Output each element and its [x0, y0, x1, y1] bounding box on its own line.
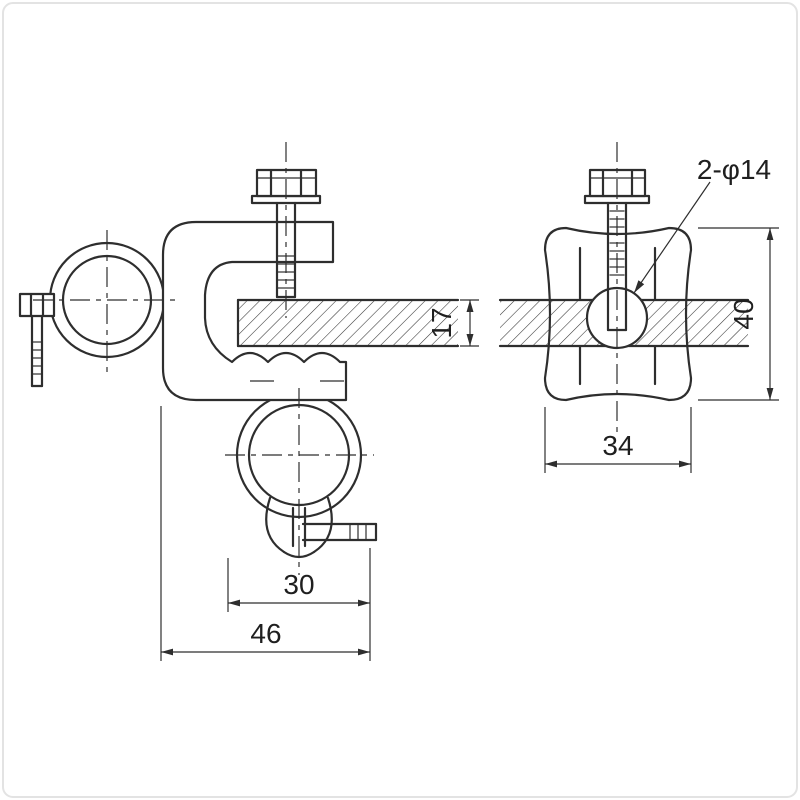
dimension-arrow [466, 334, 474, 346]
dimension-arrow [466, 300, 474, 312]
thread-ticks [33, 341, 41, 375]
flange-hatch [238, 300, 458, 346]
beam-flange-section-side [236, 298, 460, 348]
dimension-body-height: 40 [698, 227, 779, 401]
clamp-body-profile [161, 220, 348, 402]
dimension-text-34: 34 [602, 430, 633, 461]
dimension-arrow [161, 648, 173, 656]
hole-callout: 2-φ14 [633, 154, 771, 294]
dimension-arrow [766, 228, 774, 240]
dimension-arrow [545, 460, 557, 468]
lower-clamp-hardware [265, 496, 378, 559]
leader-line [633, 181, 711, 294]
thread-ticks [349, 525, 367, 539]
dimension-text-40: 40 [728, 298, 759, 329]
dimension-arrow [766, 388, 774, 400]
dimension-overall-width: 46 [160, 406, 370, 661]
dimension-body-width: 34 [544, 407, 692, 473]
front-view: 2-φ14 40 34 [498, 142, 779, 473]
hole-callout-label: 2-φ14 [697, 154, 771, 185]
dimension-text-17: 17 [426, 307, 457, 338]
ring-bolt-nut [18, 292, 56, 318]
dimension-text-30: 30 [283, 569, 314, 600]
ring-bolt [18, 292, 56, 388]
dimension-text-46: 46 [250, 618, 281, 649]
dimension-arrow [358, 648, 370, 656]
dimension-clamp-width: 30 [227, 548, 371, 661]
dimension-arrow [228, 599, 240, 607]
leader-arrow [634, 280, 645, 293]
channel-inner-edges [578, 246, 657, 386]
dimension-arrow [358, 599, 370, 607]
centerlines-side [33, 142, 374, 575]
side-view: 17 30 46 [18, 142, 479, 661]
dimension-flange-thickness: 17 [426, 299, 479, 347]
dimension-arrow [679, 460, 691, 468]
